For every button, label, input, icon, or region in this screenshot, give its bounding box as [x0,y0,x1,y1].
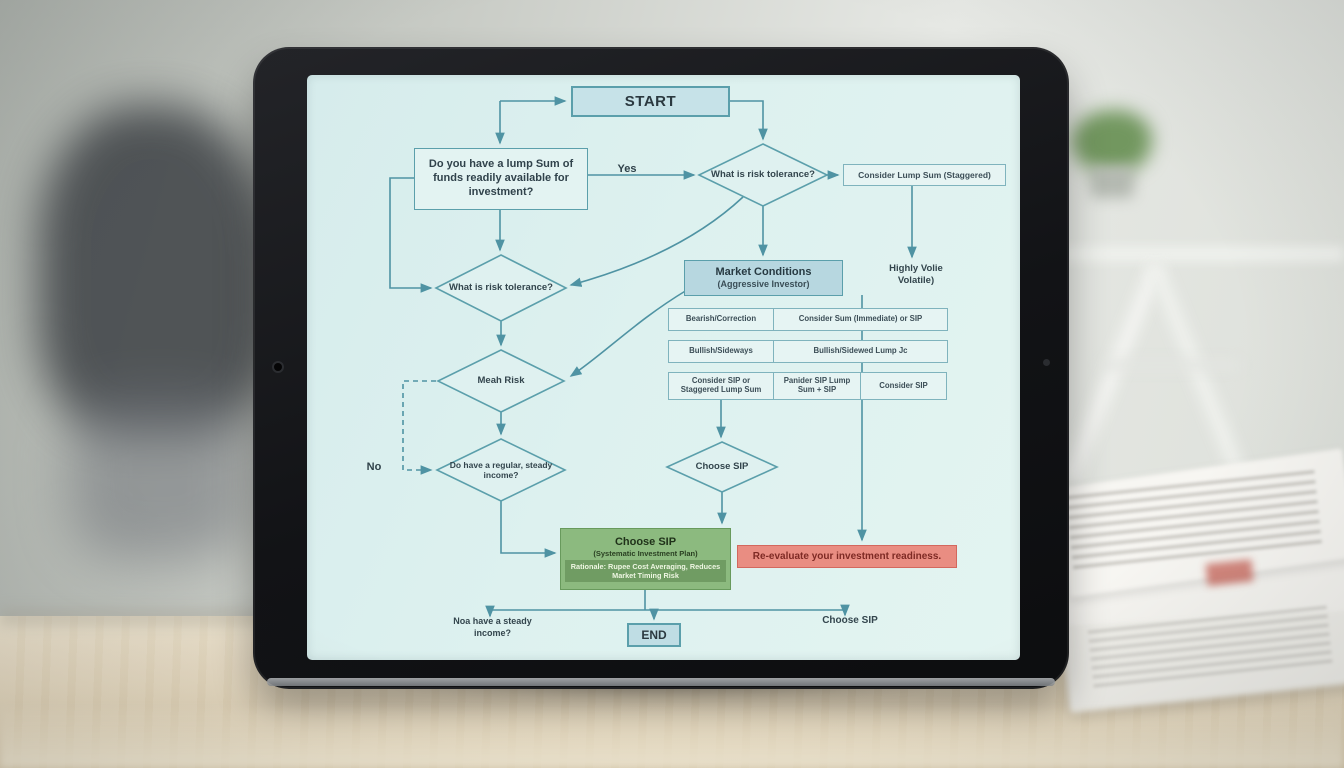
table-cell: Consider SIP or Staggered Lump Sum [668,372,774,400]
choose-sip-title: Choose SIP [614,535,677,548]
choose-sip-diamond-label: Choose SIP [695,461,749,473]
end-node: END [627,623,681,647]
white-side-table-bar [1100,360,1240,370]
table-row: Bearish/Correction Consider Sum (Immedia… [668,308,948,331]
choose-sip-rationale: Rationale: Rupee Cost Averaging, Reduces… [565,559,726,583]
flowchart-connectors [389,96,917,621]
no-edge-label: No [366,461,382,473]
lump-sum-question-node: Do you have a lump Sum of funds readily … [414,148,588,210]
table-cell: Bullish/Sideways [668,340,774,363]
choose-sip-node: Choose SIP (Systematic Investment Plan) … [560,528,731,590]
plant-pot-blurred [1090,166,1134,198]
office-chair-blurred [38,105,273,435]
steady-income-diamond [435,438,567,502]
market-conditions-node: Market Conditions (Aggressive Investor) [684,260,843,296]
white-side-table-top [1030,246,1344,262]
camera-icon [274,363,282,371]
market-conditions-subtitle: (Aggressive Investor) [717,279,810,290]
bottom-left-note: Noa have a steady income? [453,616,532,638]
table-cell: Consider Sum (Immediate) or SIP [773,308,948,331]
potted-plant-blurred [1072,110,1152,174]
choose-sip-diamond [665,441,779,493]
market-conditions-title: Market Conditions [715,266,812,278]
medium-risk-diamond [436,349,566,413]
table-cell: Consider SIP [860,372,947,400]
tablet-bottom-edge [267,678,1055,686]
reevaluate-node: Re-evaluate your investment readiness. [737,545,957,568]
risk-tolerance-top-diamond [697,143,829,207]
steady-income-label: Do have a regular, steady income? [449,459,553,480]
table-cell: Bearish/Correction [668,308,774,331]
tablet-device: START Do you have a lump Sum of funds re… [253,47,1069,689]
bottom-right-note: Choose SIP [822,615,878,626]
tablet-screen: START Do you have a lump Sum of funds re… [307,75,1020,660]
desk-foreground-blur [0,708,1344,768]
yes-edge-label: Yes [617,163,637,175]
table-cell: Bullish/Sidewed Lump Jc [773,340,948,363]
table-cell: Panider SIP Lump Sum + SIP [773,372,861,400]
risk-tolerance-top-label: What is risk tolerance? [710,169,815,181]
highly-volatile-note: Highly Volie Volatile) [889,263,943,287]
table-row: Consider SIP or Staggered Lump Sum Panid… [668,372,947,400]
consider-lump-staggered-node: Consider Lump Sum (Staggered) [843,164,1006,186]
choose-sip-subtitle: (Systematic Investment Plan) [593,548,698,558]
office-chair-base-blurred [70,390,250,560]
medium-risk-label: Meah Risk [477,375,525,387]
table-row: Bullish/Sideways Bullish/Sidewed Lump Jc [668,340,948,363]
start-node: START [571,86,730,117]
risk-tolerance-left-label: What is risk tolerance? [448,282,553,294]
risk-tolerance-left-diamond [434,254,568,322]
newspaper-stack [1046,448,1344,723]
camera-icon [1043,359,1050,366]
